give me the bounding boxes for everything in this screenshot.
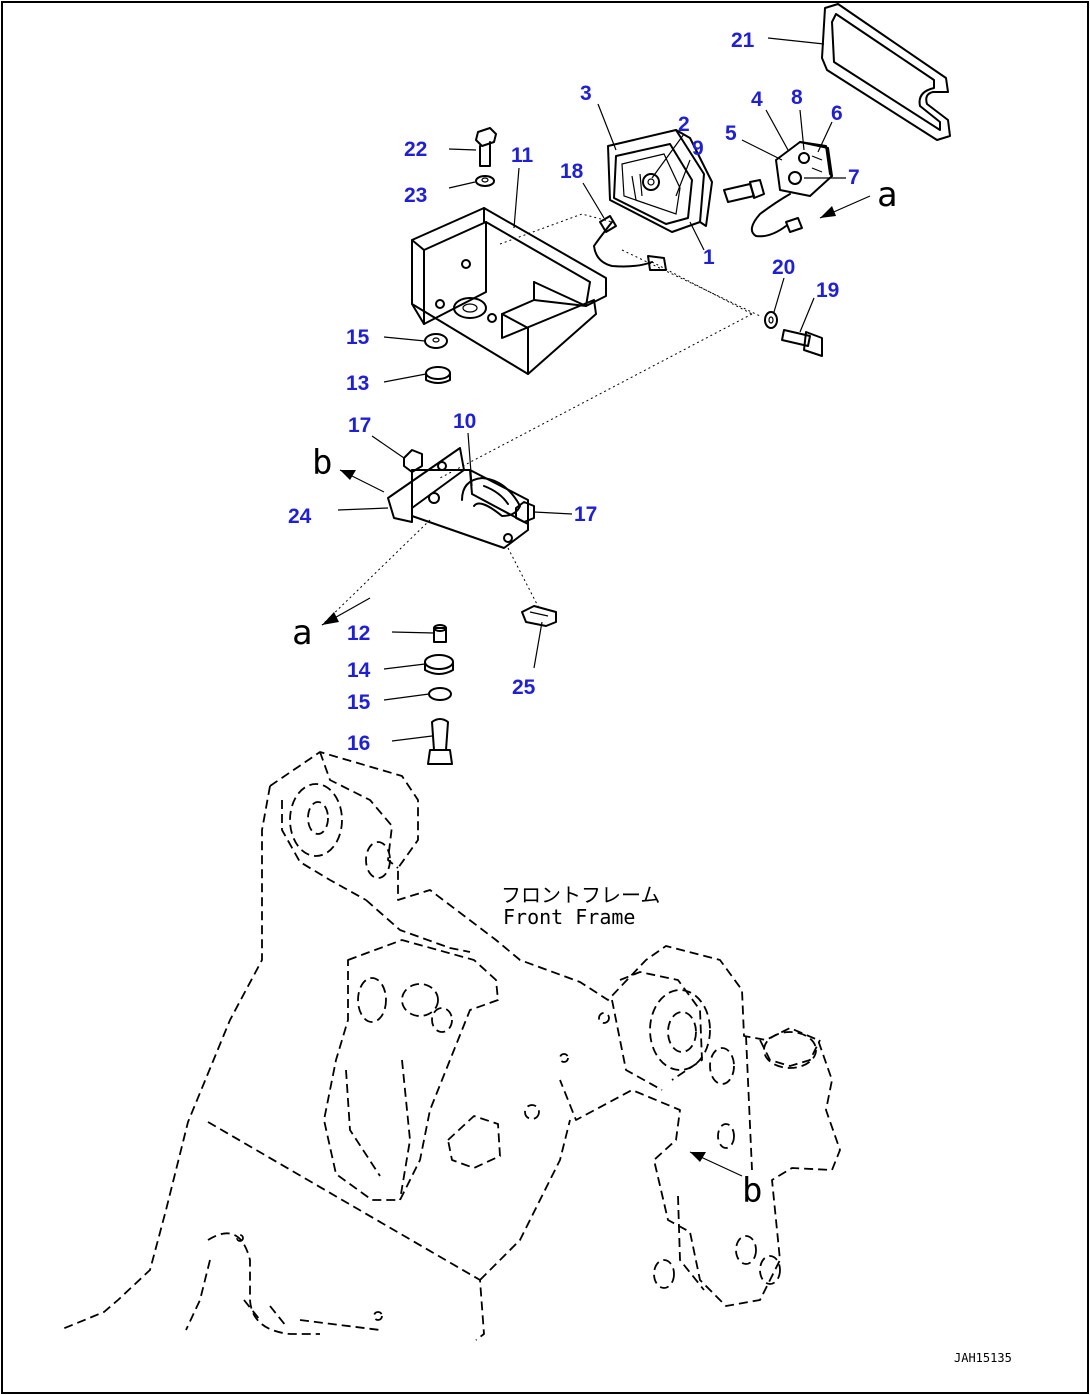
mount-bracket-part-24 bbox=[387, 447, 529, 549]
callout-9: 9 bbox=[692, 137, 704, 160]
callout-15-upper: 15 bbox=[346, 326, 370, 349]
view-letter-b-left: b bbox=[312, 443, 332, 483]
callout-12: 12 bbox=[347, 622, 370, 645]
view-letter-a-top: a bbox=[877, 175, 897, 215]
callout-8: 8 bbox=[791, 86, 803, 109]
callout-21: 21 bbox=[731, 29, 755, 52]
frame-label-japanese: フロントフレーム bbox=[501, 883, 660, 907]
callout-2: 2 bbox=[678, 113, 690, 136]
callout-15-lower: 15 bbox=[347, 691, 371, 714]
work-lamp-part-1 bbox=[607, 129, 713, 233]
frame-label-english: Front Frame bbox=[503, 905, 635, 929]
callout-18: 18 bbox=[560, 160, 584, 183]
washer-part-15-lower bbox=[428, 687, 452, 701]
washer-part-15-upper bbox=[424, 333, 448, 349]
washer-part-23 bbox=[475, 175, 495, 187]
washer-part-20 bbox=[764, 311, 778, 329]
clip-part-25 bbox=[521, 605, 557, 627]
callout-5: 5 bbox=[725, 122, 737, 145]
bolt-part-16 bbox=[427, 718, 453, 765]
callout-14: 14 bbox=[347, 659, 371, 682]
callout-3: 3 bbox=[580, 82, 592, 105]
view-letter-b-right: b bbox=[742, 1171, 762, 1211]
view-letter-a-bottom: a bbox=[292, 613, 312, 653]
view-arrow-a-top bbox=[819, 195, 871, 219]
view-arrow-b-left bbox=[339, 469, 385, 493]
front-frame-outline bbox=[59, 751, 841, 1341]
view-arrow-a-bottom bbox=[321, 597, 371, 626]
callout-1: 1 bbox=[703, 246, 715, 269]
callout-11: 11 bbox=[511, 144, 534, 167]
callout-6: 6 bbox=[831, 102, 843, 125]
nut-part-17-lower bbox=[515, 501, 535, 523]
callout-13: 13 bbox=[346, 372, 369, 395]
lamp-guard-part-21 bbox=[821, 3, 951, 141]
callout-10: 10 bbox=[453, 410, 476, 433]
bolt-part-22 bbox=[475, 127, 497, 167]
connector-screw-part-5 bbox=[723, 179, 765, 203]
callout-25: 25 bbox=[512, 676, 536, 699]
bolt-part-19 bbox=[781, 329, 823, 357]
lamp-cable bbox=[593, 221, 653, 268]
callout-23: 23 bbox=[404, 184, 427, 207]
callout-7: 7 bbox=[848, 166, 860, 189]
leader-lines bbox=[337, 37, 846, 742]
cable-connector bbox=[647, 255, 667, 271]
callout-17-upper: 17 bbox=[348, 414, 371, 437]
callout-19: 19 bbox=[816, 279, 839, 302]
cushion-part-14 bbox=[424, 654, 454, 675]
connector-wire bbox=[750, 193, 791, 238]
drawing-code: JAH15135 bbox=[954, 1351, 1012, 1365]
connector-block-part-4 bbox=[775, 141, 833, 197]
callout-20: 20 bbox=[772, 256, 795, 279]
callout-24: 24 bbox=[288, 505, 312, 528]
nut-part-17-upper bbox=[403, 449, 423, 473]
pin-part-12 bbox=[433, 624, 447, 643]
callout-4: 4 bbox=[751, 88, 763, 111]
nut-part-13 bbox=[425, 366, 451, 384]
lamp-bracket-part-11 bbox=[411, 207, 607, 375]
callout-16: 16 bbox=[347, 732, 370, 755]
clip-part-18 bbox=[599, 215, 617, 233]
callout-17-lower: 17 bbox=[574, 503, 597, 526]
callout-22: 22 bbox=[404, 138, 427, 161]
callout-numbers: 21 3 2 9 4 8 6 5 7 22 11 18 23 1 20 19 1… bbox=[288, 29, 860, 755]
view-arrow-b-right bbox=[689, 1151, 743, 1177]
